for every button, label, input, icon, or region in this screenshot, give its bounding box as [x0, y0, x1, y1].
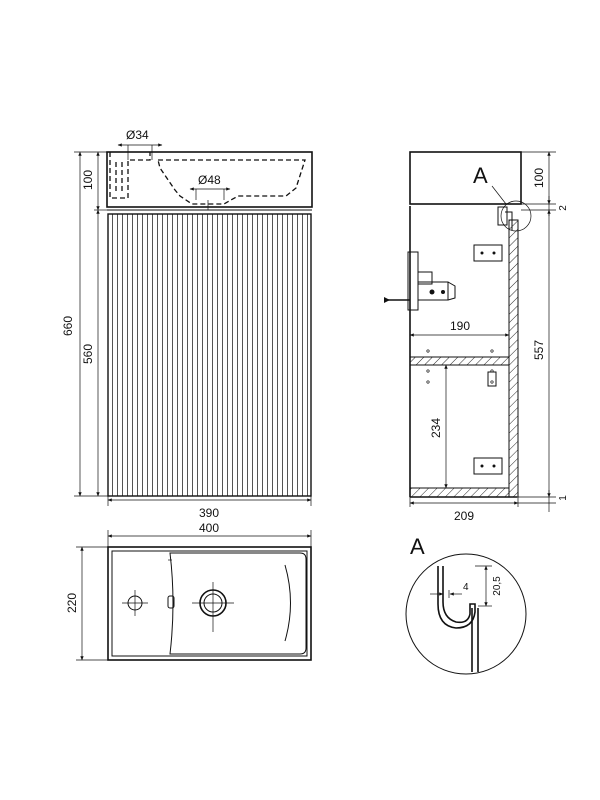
side-height-basin-label: 100: [532, 168, 546, 188]
side-shelf-depth-label: 190: [450, 319, 470, 333]
front-tap-hole-hidden: [109, 152, 151, 199]
front-height-cabinet-label: 560: [81, 344, 95, 364]
top-tap-hole: [122, 590, 148, 616]
side-shelf: [409, 356, 510, 366]
side-height-cabinet-label: 557: [532, 340, 546, 360]
top-view: 400 220: [65, 521, 312, 661]
side-depth-label: 209: [454, 509, 474, 523]
side-view: A 190 234 100 2 557 1: [384, 151, 569, 523]
side-bottom-panel: [409, 487, 510, 498]
front-basin-outline: [106, 151, 313, 208]
detail-a: A 4 20,5: [405, 534, 527, 675]
top-bowl-outline: [169, 552, 307, 655]
side-hinge: [384, 251, 456, 312]
top-basin-outline: [107, 546, 312, 661]
front-hole-small-label: Ø34: [126, 128, 149, 142]
side-wall-bracket-bottom: [473, 457, 503, 475]
top-width-label: 400: [199, 521, 219, 535]
front-width-cabinet-label: 390: [199, 506, 219, 520]
front-hole-large-label: Ø48: [198, 173, 221, 187]
side-back-panel: [508, 219, 519, 498]
side-gap-top-label: 2: [558, 205, 569, 211]
top-drain-hole: [192, 582, 234, 632]
front-height-basin-label: 100: [81, 170, 95, 190]
side-shelf-height-label: 234: [429, 418, 443, 438]
front-view: Ø34 Ø48 660 100 560 390: [61, 128, 313, 520]
detail-a-hook-profile: [437, 566, 476, 629]
side-gap-bottom-label: 1: [558, 495, 569, 501]
detail-a-title: A: [410, 534, 425, 559]
side-basin-outline: [409, 151, 522, 205]
side-wall-bracket-top: [473, 244, 503, 262]
detail-a-width-label: 4: [463, 582, 469, 593]
front-cabinet-fluted-door: [107, 213, 312, 497]
front-height-total-label: 660: [61, 316, 75, 336]
side-detail-a-circle: [500, 200, 532, 232]
front-basin-hidden-bowl: [157, 159, 306, 205]
side-detail-a-marker: A: [473, 163, 488, 188]
detail-a-height-label: 20,5: [492, 576, 503, 596]
detail-a-circle: [405, 553, 527, 675]
top-depth-label: 220: [65, 593, 79, 613]
